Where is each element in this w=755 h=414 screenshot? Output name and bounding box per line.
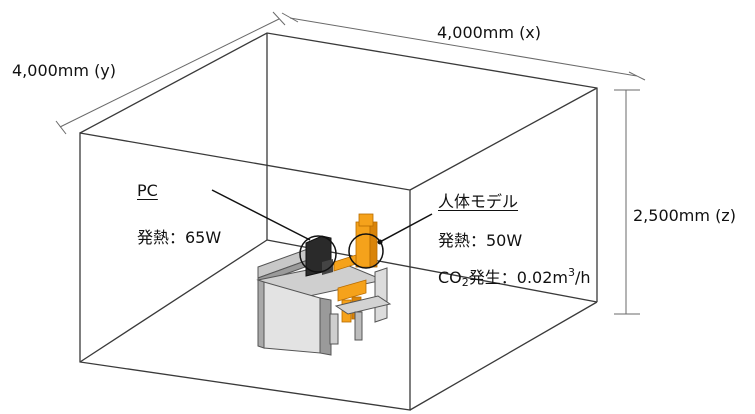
dimension-z-label: 2,500mm (z) (633, 206, 736, 225)
human-title: 人体モデル (438, 192, 519, 211)
co2-superscript: 3 (567, 266, 575, 279)
room-bottom-right-edge (409, 301, 598, 411)
human-leader-dot (377, 239, 383, 245)
co2-middle: 発生：0.02m (468, 268, 568, 287)
co2-subscript: 2 (461, 276, 469, 289)
pc-heat: 発熱：65W (137, 228, 222, 247)
chair (329, 267, 392, 345)
human-heat: 発熱：50W (438, 231, 523, 250)
room-top-right-edge (409, 87, 598, 191)
co2-prefix: CO (438, 268, 462, 287)
pc-callout-circle (299, 235, 337, 273)
pc-leader-line (211, 189, 311, 241)
dimension-y-label: 4,000mm (y) (12, 61, 117, 80)
pc-title: PC (137, 181, 158, 200)
dimension-lines (55, 11, 646, 315)
room-back-bottom-left (79, 239, 268, 363)
room-back-edges (79, 32, 598, 302)
human-callout-circle (348, 233, 384, 269)
pc-monitor (305, 235, 333, 277)
co2-suffix: /h (574, 268, 591, 287)
dimension-x-label: 4,000mm (x) (437, 23, 542, 42)
human-co2: CO2発生：0.02m3/h (438, 264, 591, 289)
human-leader-line (377, 213, 433, 244)
room-box (79, 32, 598, 411)
